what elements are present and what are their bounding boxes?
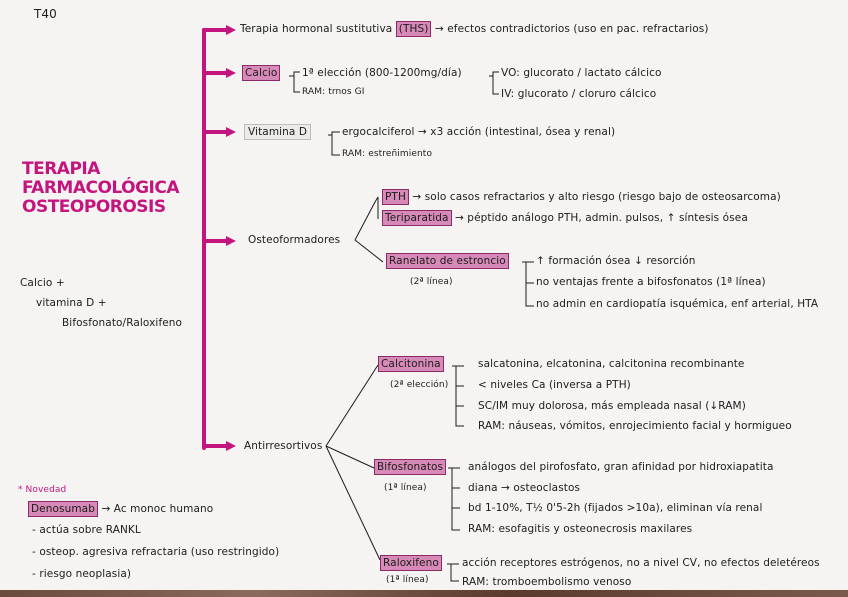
denosumab-label: Denosumab — [28, 501, 98, 517]
calcio-sub-iv: IV: glucorato / cloruro cálcico — [501, 88, 657, 100]
calcio-label: Calcio — [242, 65, 281, 81]
calcitonina-label: Calcitonina — [378, 356, 444, 372]
vitamina-d-item-1: ergocalciferol → x3 acción (intestinal, … — [342, 126, 616, 138]
combination-line-1: Calcio + — [20, 277, 65, 289]
raloxifeno-label: Raloxifeno — [380, 555, 442, 571]
desk-edge — [0, 590, 848, 597]
title-line-2: FARMACOLÓGICA — [22, 178, 180, 198]
raloxifeno-note: (1ª línea) — [386, 575, 429, 585]
calcitonina-item-1: salcatonina, elcatonina, calcitonina rec… — [478, 358, 745, 370]
ths-branch: Terapia hormonal sustitutiva (THS) → efe… — [240, 21, 709, 37]
calcitonina-item-2: < niveles Ca (inversa a PTH) — [478, 379, 631, 391]
antirresortivos-label: Antirresortivos — [244, 440, 323, 452]
ths-detail: → efectos contradictorios (uso en pac. r… — [434, 23, 709, 35]
bifosfonatos-item-4: RAM: esofagitis y osteonecrosis maxilare… — [468, 523, 693, 535]
teriparatida-detail: → péptido análogo PTH, admin. pulsos, ↑ … — [454, 212, 748, 224]
calcitonina-note: (2ª elección) — [390, 380, 449, 390]
page-code: T40 — [34, 7, 57, 21]
novedad-heading: * Novedad — [18, 485, 67, 495]
teriparatida-label: Teriparatida — [382, 210, 452, 226]
ths-label: Terapia hormonal sustitutiva — [240, 23, 393, 35]
raloxifeno-item-1: acción receptores estrógenos, no a nivel… — [462, 557, 820, 569]
ranelato-item-2: no ventajas frente a bifosfonatos (1ª lí… — [536, 276, 766, 288]
novedad-item-1: - actúa sobre RANKL — [32, 524, 141, 536]
denosumab-detail: → Ac monoc humano — [101, 503, 214, 515]
novedad-item-3: - riesgo neoplasia) — [32, 568, 132, 580]
calcitonina-item-3: SC/IM muy dolorosa, más empleada nasal (… — [478, 400, 746, 412]
ranelato-item-3: no admin en cardiopatía isquémica, enf a… — [536, 298, 819, 310]
combination-line-3: Bifosfonato/Raloxifeno — [62, 317, 183, 329]
pth-detail: → solo casos refractarios y alto riesgo … — [412, 191, 781, 203]
denosumab-row: Denosumab → Ac monoc humano — [28, 501, 214, 517]
title-line-1: TERAPIA — [22, 159, 100, 179]
title-line-3: OSTEOPOROSIS — [22, 197, 166, 217]
calcitonina-item-4: RAM: náuseas, vómitos, enrojecimiento fa… — [478, 420, 792, 432]
ranelato-label: Ranelato de estroncio — [386, 253, 509, 269]
novedad-item-2: - osteop. agresiva refractaria (uso rest… — [32, 546, 280, 558]
pth-branch: PTH → solo casos refractarios y alto rie… — [382, 189, 781, 205]
osteoformadores-label: Osteoformadores — [248, 234, 341, 246]
ths-tag: (THS) — [395, 21, 432, 37]
bifosfonatos-label: Bifosfonatos — [374, 459, 447, 475]
pth-label: PTH — [382, 189, 409, 205]
teriparatida-branch: Teriparatida → péptido análogo PTH, admi… — [382, 210, 748, 226]
bifosfonatos-item-2: diana → osteoclastos — [468, 482, 581, 494]
bifosfonatos-note: (1ª línea) — [384, 483, 427, 493]
calcio-item-2: RAM: trnos GI — [302, 87, 365, 97]
vitamina-d-item-2: RAM: estreñimiento — [342, 149, 433, 159]
page-title: TERAPIA FARMACOLÓGICA OSTEOPOROSIS — [22, 159, 180, 217]
ranelato-item-1: ↑ formación ósea ↓ resorción — [536, 255, 696, 267]
raloxifeno-item-2: RAM: tromboembolismo venoso — [462, 576, 632, 588]
ranelato-note: (2ª línea) — [410, 277, 453, 287]
bifosfonatos-item-3: bd 1-10%, T½ 0'5-2h (fijados >10a), elim… — [468, 502, 763, 514]
calcio-sub-vo: VO: glucorato / lactato cálcico — [501, 67, 662, 79]
combination-line-2: vitamina D + — [36, 297, 107, 309]
bifosfonatos-item-1: análogos del pirofosfato, gran afinidad … — [468, 461, 774, 473]
vitamina-d-label: Vitamina D — [244, 124, 312, 140]
calcio-item-1: 1ª elección (800-1200mg/día) — [302, 67, 462, 79]
